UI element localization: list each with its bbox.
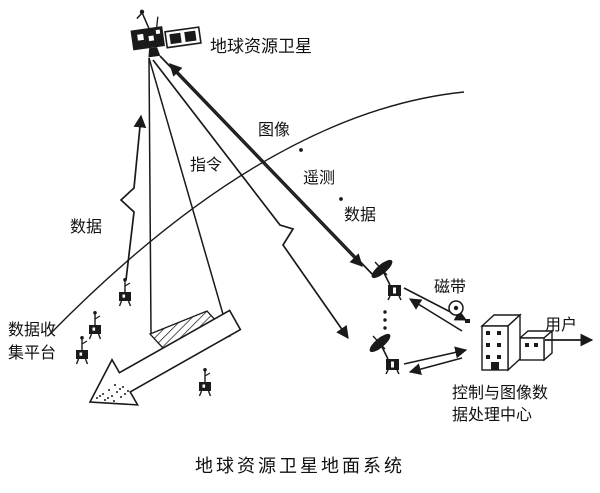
data-platform-icon	[75, 335, 89, 365]
satellite-icon	[130, 9, 202, 58]
users-label: 用户	[545, 315, 577, 334]
command-signal-label: 指令	[190, 155, 222, 174]
separator-dot	[339, 197, 343, 201]
platform-label-line2: 集平台	[8, 343, 56, 362]
platform-uplink-bolt	[119, 114, 147, 281]
figure-caption: 地球资源卫星地面系统	[195, 456, 405, 477]
ground-dish-icon	[366, 330, 400, 375]
telemetry-signal-label: 遥测	[303, 168, 335, 187]
ellipsis-dots	[383, 310, 387, 330]
center-label-line2: 据处理中心	[452, 405, 532, 424]
satellite-label: 地球资源卫星	[210, 37, 312, 57]
scan-direction-arrow	[88, 309, 242, 406]
ground-dish-icon	[368, 256, 402, 301]
data-uplink-label: 数据	[70, 217, 102, 236]
tape-reel-icon	[448, 300, 470, 323]
scan-cone	[148, 57, 230, 336]
data-platform-icon	[88, 310, 102, 340]
center-label-line1: 控制与图像数	[452, 383, 548, 402]
platform-label-line1: 数据收	[8, 320, 56, 339]
data-platform-icon	[118, 277, 132, 307]
separator-dot	[299, 148, 303, 152]
stipple-dots	[96, 384, 129, 402]
command-uplink-beam	[169, 63, 375, 277]
downlink-beam	[159, 55, 363, 267]
tape-label: 磁带	[434, 277, 466, 296]
processing-center-building-icon	[480, 313, 554, 372]
horizon-curve	[49, 91, 465, 335]
downlink-beam-2	[152, 59, 349, 340]
data-platform-icon	[198, 367, 212, 397]
data-downlink-label: 数据	[344, 205, 376, 224]
image-signal-label: 图像	[258, 120, 290, 139]
